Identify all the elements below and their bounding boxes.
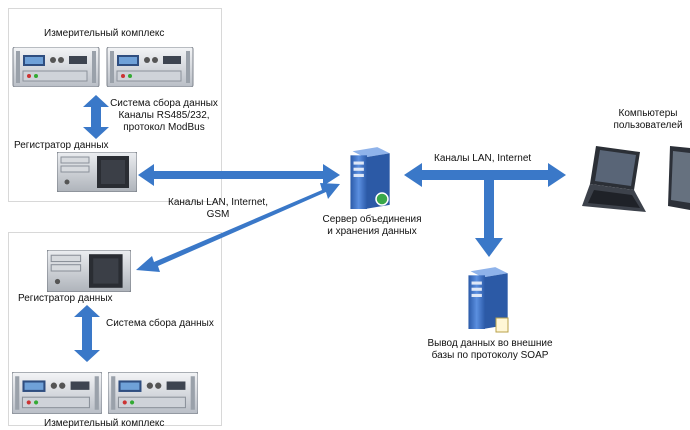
site-top-panel	[8, 8, 222, 202]
left-link-label: Каналы LAN, Internet, GSM	[158, 197, 278, 221]
measuring-unit-top-2	[106, 47, 194, 87]
bottom-collection-label: Система сбора данных	[106, 318, 214, 329]
bottom-complex-label: Измерительный комплекс	[44, 418, 165, 429]
top-channels-line2: протокол ModBus	[123, 122, 205, 133]
left-link-line1: Каналы LAN, Internet,	[168, 197, 268, 208]
arrow-top-registrar-server	[138, 164, 340, 186]
arrow-top-vertical	[83, 95, 109, 139]
tablet-icon	[668, 146, 690, 210]
registrar-top	[57, 152, 137, 192]
arrow-server-export	[475, 180, 503, 257]
top-complex-label: Измерительный комплекс	[44, 28, 165, 39]
server-line1: Сервер объединения	[322, 214, 422, 225]
export-line2: базы по протоколу SOAP	[431, 350, 549, 361]
server-label: Сервер объединения и хранения данных	[312, 214, 432, 238]
registrar-bottom	[47, 250, 131, 292]
export-line1: Вывод данных во внешние	[427, 338, 553, 349]
measuring-unit-bottom-2	[108, 372, 198, 414]
arrow-bottom-registrar-server	[136, 183, 340, 272]
top-collection-title: Система сбора данных	[110, 98, 218, 109]
measuring-unit-bottom-1	[12, 372, 102, 414]
left-link-line2: GSM	[206, 209, 230, 220]
globe-icon	[375, 192, 389, 206]
arrow-bottom-vertical	[74, 305, 100, 362]
document-icon	[495, 317, 509, 333]
right-link-label: Каналы LAN, Internet	[434, 153, 532, 164]
arrow-server-users	[404, 163, 566, 187]
top-registrar-label: Регистратор данных	[14, 140, 109, 151]
arrows	[74, 95, 566, 362]
server-line2: и хранения данных	[327, 226, 417, 237]
bottom-registrar-label: Регистратор данных	[18, 293, 113, 304]
export-label: Вывод данных во внешние базы по протокол…	[420, 338, 560, 362]
users-label: Компьютеры пользователей	[606, 108, 690, 132]
site-bottom-panel	[8, 232, 222, 426]
measuring-unit-top-1	[12, 47, 100, 87]
users-line1: Компьютеры	[618, 108, 678, 119]
users-line2: пользователей	[613, 120, 683, 131]
top-collection-label: Система сбора данных Каналы RS485/232, п…	[104, 98, 224, 134]
laptop-icon	[582, 146, 646, 212]
top-channels-line1: Каналы RS485/232,	[118, 110, 210, 121]
